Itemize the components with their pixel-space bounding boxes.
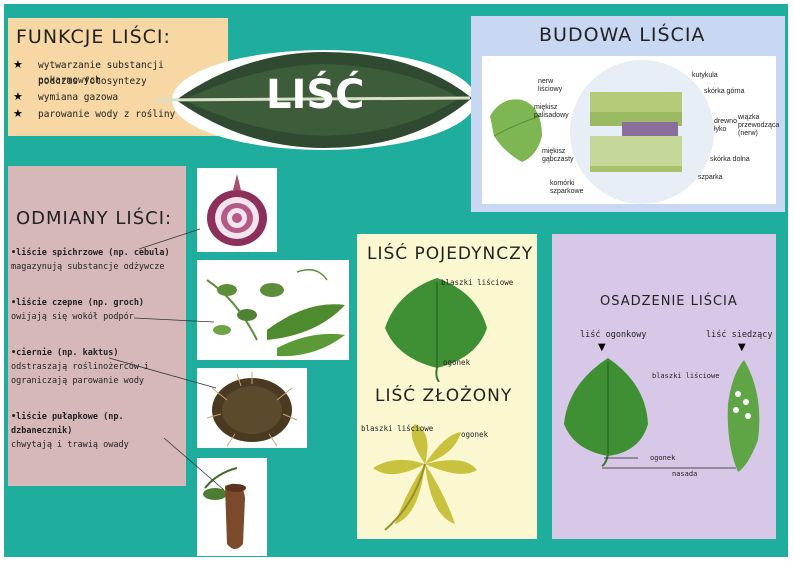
zlozony-title: LIŚĆ ZŁOŻONY: [375, 386, 513, 406]
label-skorka-gorna: skórka górna: [704, 88, 745, 95]
arrow-down-icon: ▼: [598, 342, 606, 353]
panel-pojedynczy: LIŚĆ POJEDYNCZY blaszki liściowe ogonek …: [357, 234, 537, 539]
label-lisc-siedzacy: liść siedzący: [706, 330, 773, 340]
zlozony-blaszki: blaszki liściowe: [361, 424, 434, 433]
osadzenie-title: OSADZENIE LIŚCIA: [600, 294, 738, 309]
label-miekisz-palisadowy: miękisz palisadowy: [534, 104, 569, 119]
label-miekisz-gabczasty: miękisz gąbczasty: [542, 148, 574, 163]
odmiany-line: odstraszają roślinożerców i: [11, 362, 150, 372]
pojedynczy-title: LIŚĆ POJEDYNCZY: [367, 244, 534, 264]
budowa-title: BUDOWA LIŚCIA: [539, 24, 706, 46]
odmiany-line: chwytają i trawią owady: [11, 440, 129, 450]
leaf-structure-diagram: nerw liściowy miękisz palisadowy miękisz…: [482, 56, 780, 204]
main-leaf-image: [154, 50, 476, 150]
label-lisc-ogonkowy: liść ogonkowy: [580, 330, 647, 340]
zlozony-ogonek: ogonek: [461, 430, 489, 439]
label-nerw: nerw liściowy: [538, 78, 563, 93]
funkcje-item-4: parowanie wody z rośliny: [38, 109, 176, 120]
connector-lines: [108, 228, 225, 491]
pojedynczy-ogonek: ogonek: [443, 358, 471, 367]
odmiany-line: •liście pułapkowe (np. dzbanecznik): [11, 412, 124, 436]
star-icon: ★: [13, 107, 23, 120]
pea-image: [197, 260, 349, 360]
funkcje-item-3: wymiana gazowa: [38, 92, 119, 103]
pitcher-plant-image: [197, 458, 267, 556]
label-lyko: łyko: [714, 126, 727, 133]
label-komorki-szparkowe: komórki szparkowe: [550, 180, 584, 195]
label-osadzenie-blaszki: blaszki liściowe: [652, 372, 720, 380]
funkcje-item-1: wytwarzanie substancji pokarmowych: [38, 60, 164, 86]
odmiany-line: owijają się wokół podpór: [11, 312, 134, 322]
funkcje-item-2: podczas fotosyntezy: [38, 76, 147, 87]
leaf-attachment-image: [564, 358, 760, 472]
main-title: LIŚĆ: [266, 72, 365, 118]
label-osadzenie-ogonek: ogonek: [650, 454, 676, 462]
panel-osadzenie: OSADZENIE LIŚCIA liść ogonkowy liść sied…: [552, 234, 776, 539]
odmiany-line: •ciernie (np. kaktus): [11, 348, 119, 358]
label-drewno: drewno: [714, 118, 737, 125]
label-kutykula: kutykula: [692, 72, 718, 79]
cactus-image: [197, 368, 307, 448]
odmiany-title: ODMIANY LIŚCI:: [16, 208, 173, 229]
arrow-down-icon: ▼: [738, 342, 746, 353]
label-wiazka: wiązka przewodząca (nerw): [738, 114, 780, 137]
pojedynczy-blaszki: blaszki liściowe: [441, 278, 514, 287]
poster-board: FUNKCJE LIŚCI: ★ wytwarzanie substancji …: [4, 4, 788, 557]
odmiany-line: magazynują substancje odżywcze: [11, 262, 165, 272]
odmiany-line: •liście czepne (np. groch): [11, 298, 145, 308]
star-icon: ★: [13, 90, 23, 103]
funkcje-title: FUNKCJE LIŚCI:: [16, 26, 171, 48]
star-icon: ★: [13, 58, 23, 71]
simple-leaf-image: [385, 278, 487, 382]
odmiany-line: ograniczają parowanie wody: [11, 376, 145, 386]
label-szparka: szparka: [698, 174, 723, 181]
odmiany-line: •liście spichrzowe (np. cebula): [11, 248, 170, 258]
label-skorka-dolna: skórka dolna: [710, 156, 750, 163]
label-nasada: nasada: [672, 470, 698, 478]
onion-image: [197, 168, 277, 252]
compound-leaf-image: [373, 424, 477, 531]
panel-odmiany: ODMIANY LIŚCI: •liście spichrzowe (np. c…: [8, 166, 186, 486]
